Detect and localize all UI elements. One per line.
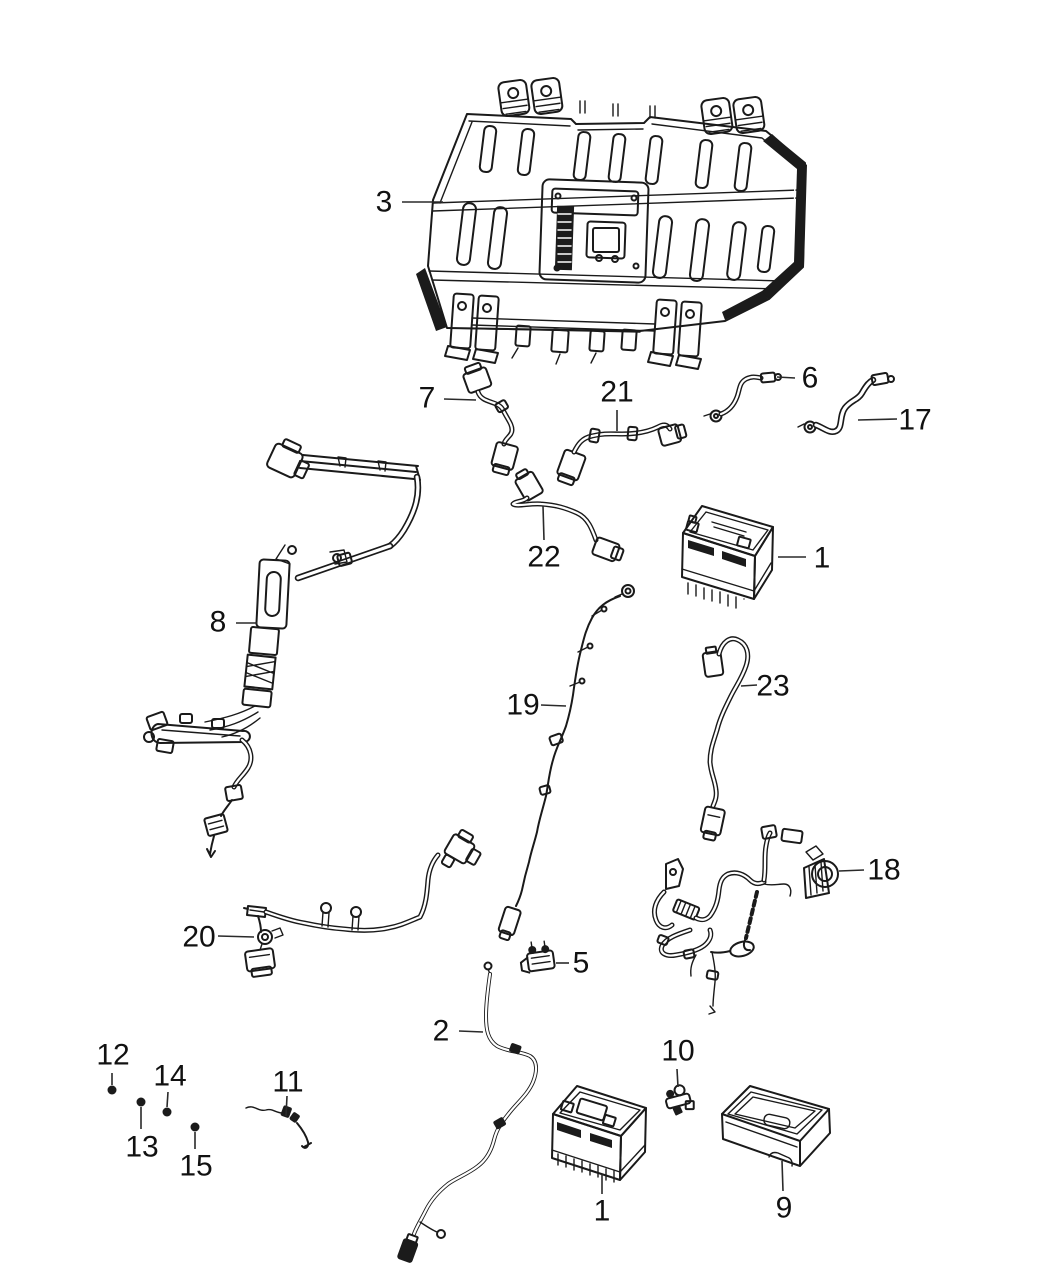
callout-clamp-10: 10 (661, 1035, 695, 1088)
part-8-end-fittings (143, 710, 175, 754)
callout-hv-battery-pack: 3 (376, 186, 443, 219)
part-15-bolt-drawing (190, 1122, 200, 1132)
callout-battery-cable-harness-8: 8 (210, 606, 257, 639)
callout-cable-19-label: 19 (506, 689, 539, 722)
part-22-cable-drawing (510, 468, 625, 563)
callout-bolt-12: 12 (96, 1039, 130, 1085)
callout-positive-cable-harness-20-label: 20 (182, 921, 215, 954)
part-2-negative-cable-drawing (397, 961, 538, 1263)
callout-jumper-cable-7-leader (443, 398, 477, 401)
part-3-hv-battery-pack-drawing (416, 77, 807, 370)
callout-bolt-15: 15 (179, 1132, 213, 1183)
callout-bolt-14-label: 14 (153, 1060, 186, 1093)
callout-negative-cable-2-leader (458, 1030, 484, 1033)
callout-cable-22: 22 (527, 505, 561, 574)
callout-wiring-harness-18: 18 (838, 854, 901, 887)
callout-clamp-10-label: 10 (661, 1035, 694, 1068)
callout-ground-cable-6-leader (776, 376, 796, 379)
callout-cable-19-leader (540, 704, 567, 707)
callout-jumper-cable-7: 7 (419, 382, 477, 415)
part-21-harness-drawing (556, 422, 688, 487)
callout-bolt-12-label: 12 (96, 1039, 129, 1072)
callout-cable-17: 17 (857, 404, 932, 437)
part-14-bolt-drawing (162, 1107, 172, 1117)
callout-sensor-bracket-5-label: 5 (573, 947, 590, 980)
callout-cable-22-label: 22 (527, 541, 560, 574)
callout-strap-11: 11 (272, 1066, 304, 1117)
part-18-wiring-harness-drawing (651, 824, 839, 1015)
callout-battery-cable-harness-8-label: 8 (210, 606, 227, 639)
callout-strap-11-label: 11 (272, 1066, 303, 1099)
part-20-positive-cable-harness-drawing (243, 829, 482, 978)
callout-wiring-harness-18-label: 18 (867, 854, 900, 887)
part-13-bolt-drawing (136, 1097, 146, 1107)
part-10-clamp-drawing (665, 1084, 695, 1116)
pack-control-module (538, 178, 650, 284)
callout-harness-21: 21 (600, 376, 634, 431)
callout-sensor-bracket-5: 5 (556, 947, 589, 980)
callout-strap-11-leader (285, 1095, 288, 1117)
part-1-battery-bottom-drawing (551, 1085, 647, 1183)
callout-cable-23-label: 23 (756, 670, 789, 703)
diagram-art (107, 77, 895, 1263)
callout-battery-tray-label: 9 (776, 1192, 793, 1225)
part-11-strap-drawing (245, 1105, 312, 1149)
callout-wiring-harness-18-leader (838, 869, 865, 872)
pack-bottom-brackets (444, 292, 703, 370)
callout-battery-bottom-label: 1 (594, 1195, 611, 1228)
callout-bolt-13: 13 (125, 1107, 159, 1164)
part-9-battery-tray-drawing (721, 1085, 831, 1167)
part-18-pump-component (803, 845, 839, 899)
callout-cable-23: 23 (740, 670, 790, 703)
part-6-ground-cable-drawing (703, 371, 782, 423)
callout-hv-battery-pack-label: 3 (376, 186, 393, 219)
callout-cable-23-leader (740, 684, 758, 687)
callout-cable-22-leader (542, 505, 545, 541)
callout-negative-cable-2-label: 2 (433, 1015, 450, 1048)
callout-bolt-15-label: 15 (179, 1150, 212, 1183)
callout-battery-mid-label: 1 (814, 542, 831, 575)
callout-cable-19: 19 (506, 689, 567, 722)
part-17-cable-drawing (797, 372, 895, 435)
callout-positive-cable-harness-20: 20 (182, 921, 255, 954)
callout-jumper-cable-7-label: 7 (419, 382, 436, 415)
callout-bolt-14-leader (166, 1091, 169, 1108)
callout-harness-21-label: 21 (600, 376, 633, 409)
callout-bolt-14: 14 (153, 1060, 187, 1108)
part-8-battery-cable-harness-drawing (143, 438, 422, 858)
callout-battery-bottom: 1 (594, 1174, 611, 1228)
callout-ground-cable-6: 6 (776, 362, 819, 395)
part-23-cable-drawing (699, 636, 751, 842)
callout-negative-cable-2: 2 (433, 1015, 484, 1048)
callout-bolt-13-label: 13 (125, 1131, 158, 1164)
callout-battery-tray-leader (781, 1160, 784, 1192)
callout-cable-17-label: 17 (898, 404, 931, 437)
part-7-jumper-cable-drawing (462, 361, 519, 476)
callout-ground-cable-6-label: 6 (802, 362, 819, 395)
part-19-cable-drawing (497, 584, 635, 942)
callout-battery-tray: 9 (776, 1160, 793, 1225)
part-12-bolt-drawing (107, 1085, 117, 1095)
callout-battery-mid: 1 (778, 542, 830, 575)
part-5-sensor-bracket-drawing (519, 940, 556, 974)
callout-clamp-10-leader (676, 1068, 679, 1088)
part-1-battery-mid-drawing (681, 505, 774, 609)
pack-top-mounts (497, 77, 766, 136)
callout-cable-17-leader (857, 418, 898, 421)
callout-positive-cable-harness-20-leader (217, 935, 255, 938)
